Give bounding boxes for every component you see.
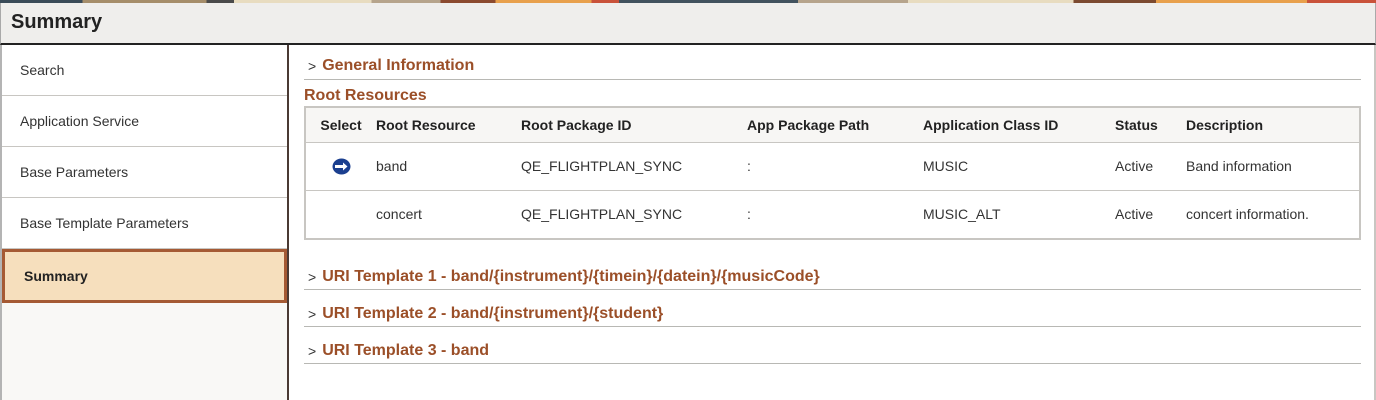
root-package-id-cell: QE_FLIGHTPLAN_SYNC bbox=[521, 142, 747, 191]
chevron-right-icon: > bbox=[308, 343, 317, 359]
uri-templates: > URI Template 1 - band/{instrument}/{ti… bbox=[304, 261, 1361, 364]
page-header: Summary bbox=[0, 3, 1376, 45]
root-resources-title: Root Resources bbox=[304, 87, 427, 104]
root-resources-grid: Select Root Resource Root Package ID App… bbox=[304, 106, 1361, 240]
sidebar-item-label: Base Parameters bbox=[20, 164, 129, 180]
sidebar-item-label: Application Service bbox=[20, 113, 140, 129]
chevron-right-icon: > bbox=[308, 269, 317, 285]
sidebar-item-base-parameters[interactable]: Base Parameters bbox=[2, 147, 287, 198]
chevron-right-icon: > bbox=[308, 306, 317, 322]
column-header-application-class-id: Application Class ID bbox=[923, 108, 1115, 143]
sidebar-nav: Search Application Service Base Paramete… bbox=[0, 45, 289, 400]
status-cell: Active bbox=[1115, 142, 1186, 191]
section-title: URI Template 1 - band/{instrument}/{time… bbox=[322, 268, 820, 285]
grid-header-row: Select Root Resource Root Package ID App… bbox=[306, 108, 1359, 143]
root-resource-cell: concert bbox=[376, 206, 422, 223]
status-cell: Active bbox=[1115, 206, 1154, 223]
section-title: General Information bbox=[322, 57, 475, 74]
select-cell[interactable] bbox=[306, 142, 376, 191]
uri-template-1-toggle[interactable]: > URI Template 1 - band/{instrument}/{ti… bbox=[304, 261, 1361, 290]
description-cell: Band information bbox=[1186, 142, 1359, 191]
section-title: URI Template 2 - band/{instrument}/{stud… bbox=[322, 305, 664, 322]
column-header-app-package-path: App Package Path bbox=[747, 108, 923, 143]
root-package-id-cell: QE_FLIGHTPLAN_SYNC bbox=[521, 206, 683, 223]
sidebar-item-summary[interactable]: Summary bbox=[2, 249, 287, 303]
select-cell[interactable] bbox=[306, 190, 376, 238]
column-header-root-resource: Root Resource bbox=[376, 108, 521, 143]
table-row[interactable]: band QE_FLIGHTPLAN_SYNC : MUSIC Active B… bbox=[306, 142, 1359, 191]
general-information-section-toggle[interactable]: > General Information bbox=[304, 45, 1361, 80]
arrow-right-circle-icon[interactable] bbox=[332, 158, 351, 175]
sidebar-item-label: Search bbox=[20, 62, 65, 78]
application-class-id-cell: MUSIC bbox=[923, 142, 1115, 191]
sidebar-item-base-template-parameters[interactable]: Base Template Parameters bbox=[2, 198, 287, 249]
section-title: URI Template 3 - band bbox=[322, 342, 490, 359]
column-header-select: Select bbox=[306, 108, 376, 143]
sidebar-item-application-service[interactable]: Application Service bbox=[2, 96, 287, 147]
chevron-right-icon: > bbox=[308, 58, 317, 74]
uri-template-2-toggle[interactable]: > URI Template 2 - band/{instrument}/{st… bbox=[304, 290, 1361, 327]
top-banner bbox=[0, 0, 1376, 3]
column-header-root-package-id: Root Package ID bbox=[521, 108, 747, 143]
column-header-description: Description bbox=[1186, 108, 1359, 143]
page-right-border bbox=[1374, 45, 1376, 400]
sidebar-item-label: Summary bbox=[24, 268, 88, 284]
main-content: > General Information Root Resources Sel… bbox=[304, 45, 1361, 364]
root-resource-cell: band bbox=[376, 142, 521, 191]
table-row[interactable]: concert QE_FLIGHTPLAN_SYNC : MUSIC_ALT A… bbox=[306, 190, 1359, 238]
sidebar-item-label: Base Template Parameters bbox=[20, 215, 189, 231]
app-package-path-cell: : bbox=[747, 206, 751, 223]
column-header-status: Status bbox=[1115, 108, 1186, 143]
uri-template-3-toggle[interactable]: > URI Template 3 - band bbox=[304, 327, 1361, 364]
page-title: Summary bbox=[11, 11, 103, 33]
description-cell: concert information. bbox=[1186, 206, 1309, 223]
app-package-path-cell: : bbox=[747, 142, 923, 191]
application-class-id-cell: MUSIC_ALT bbox=[923, 206, 1001, 223]
sidebar-item-search[interactable]: Search bbox=[2, 45, 287, 96]
